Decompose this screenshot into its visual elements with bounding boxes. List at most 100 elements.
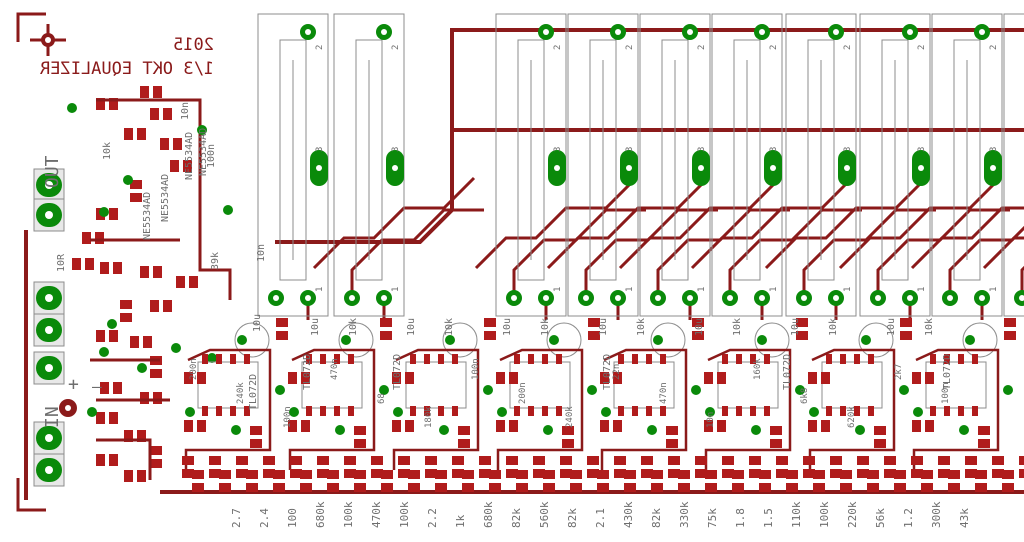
smd-pad bbox=[668, 469, 680, 478]
filter-section bbox=[184, 318, 1016, 470]
electrolytic-pad bbox=[965, 335, 975, 345]
slider-drill bbox=[305, 295, 311, 301]
misc-value-label: 470n bbox=[330, 358, 340, 380]
smd-part bbox=[749, 456, 761, 478]
slider-2: 231 bbox=[333, 13, 405, 317]
smd-pad bbox=[276, 318, 288, 327]
slider-pin-label: 1 bbox=[843, 287, 853, 292]
smd-part bbox=[317, 456, 329, 478]
bottom-value-label: 82k bbox=[566, 508, 579, 528]
smd-pad bbox=[100, 382, 109, 394]
smd-pad bbox=[452, 456, 464, 465]
bottom-value-label: 1.2 bbox=[902, 508, 915, 528]
smd-pad bbox=[250, 439, 262, 448]
smd-part bbox=[182, 456, 194, 478]
smd-pad bbox=[163, 300, 172, 312]
mid-value-label: 10k bbox=[444, 318, 455, 336]
slider-drill bbox=[833, 295, 839, 301]
mid-value-label: 10k bbox=[540, 318, 551, 336]
smd-pad bbox=[354, 470, 366, 479]
smd-pad bbox=[840, 483, 852, 492]
mid-value-label: 10u bbox=[406, 318, 417, 336]
opamp-outline bbox=[925, 361, 987, 409]
smd-pad bbox=[641, 456, 653, 465]
slider-pin-label: 2 bbox=[989, 45, 999, 50]
smd-pad bbox=[938, 456, 950, 465]
opamp-pin bbox=[750, 354, 756, 364]
smd-pad bbox=[614, 469, 626, 478]
misc-value-label: 2k7 bbox=[894, 364, 904, 380]
via bbox=[123, 175, 133, 185]
smd-pad bbox=[219, 470, 231, 479]
smd-pad bbox=[759, 483, 771, 492]
smd-pad bbox=[813, 470, 825, 479]
smd-part bbox=[100, 262, 122, 274]
smd-pad bbox=[458, 426, 470, 435]
opamp-pin bbox=[514, 354, 520, 364]
smd-part bbox=[219, 470, 231, 492]
smd-pad bbox=[425, 456, 437, 465]
smd-pad bbox=[263, 469, 275, 478]
smd-part bbox=[614, 456, 626, 478]
smd-pad bbox=[173, 138, 182, 150]
smd-part bbox=[651, 470, 663, 492]
slider-pin-label: 3 bbox=[553, 147, 563, 152]
smd-pad bbox=[900, 318, 912, 327]
smd-part bbox=[695, 456, 707, 478]
slider-pin-label: 1 bbox=[315, 287, 325, 292]
smd-pad bbox=[912, 420, 921, 432]
slider-drill bbox=[759, 29, 765, 35]
smd-pad bbox=[405, 420, 414, 432]
smd-pad bbox=[96, 98, 105, 110]
slider-pin-label: 1 bbox=[917, 287, 927, 292]
smd-pad bbox=[722, 469, 734, 478]
smd-part bbox=[425, 456, 437, 478]
smd-part bbox=[588, 318, 600, 340]
slider-drill bbox=[583, 295, 589, 301]
smd-pad bbox=[1019, 456, 1024, 465]
bottom-value-label: 430k bbox=[622, 501, 635, 528]
top-value-label: 39k bbox=[210, 252, 221, 270]
smd-part bbox=[160, 138, 182, 150]
smd-part bbox=[288, 372, 310, 384]
slider-drill bbox=[316, 165, 322, 171]
slider-drill bbox=[698, 165, 704, 171]
filter-trace bbox=[808, 348, 896, 470]
smd-part bbox=[170, 160, 192, 172]
smd-part bbox=[496, 372, 518, 384]
smd-pad bbox=[219, 483, 231, 492]
via bbox=[289, 407, 299, 417]
smd-part bbox=[458, 426, 470, 448]
smd-pad bbox=[371, 456, 383, 465]
filter-trace bbox=[496, 348, 584, 470]
smd-pad bbox=[808, 420, 817, 432]
slider-7: 231 bbox=[785, 13, 857, 317]
opamp-outline bbox=[405, 361, 467, 409]
smd-part bbox=[124, 470, 146, 482]
smd-pad bbox=[109, 412, 118, 424]
slider-3: 231 bbox=[495, 13, 567, 317]
slider-drill bbox=[615, 295, 621, 301]
smd-pad bbox=[1004, 318, 1016, 327]
electrolytic-pad bbox=[757, 335, 767, 345]
mid-value-label: 10u bbox=[694, 318, 705, 336]
opamp-pin bbox=[424, 406, 430, 416]
opamp-pin bbox=[348, 406, 354, 416]
opamp-pin bbox=[660, 354, 666, 364]
smd-pad bbox=[113, 382, 122, 394]
smd-pad bbox=[300, 483, 312, 492]
smd-pad bbox=[911, 456, 923, 465]
smd-pad bbox=[435, 483, 447, 492]
smd-pad bbox=[381, 470, 393, 479]
smd-pad bbox=[543, 470, 555, 479]
smd-part bbox=[392, 420, 414, 432]
opamp-outline bbox=[301, 361, 363, 409]
smd-part bbox=[666, 426, 678, 448]
slider-drill bbox=[349, 295, 355, 301]
smd-part bbox=[100, 382, 122, 394]
smd-pad bbox=[184, 420, 193, 432]
smd-part bbox=[912, 372, 934, 384]
opamp-pin bbox=[244, 406, 250, 416]
